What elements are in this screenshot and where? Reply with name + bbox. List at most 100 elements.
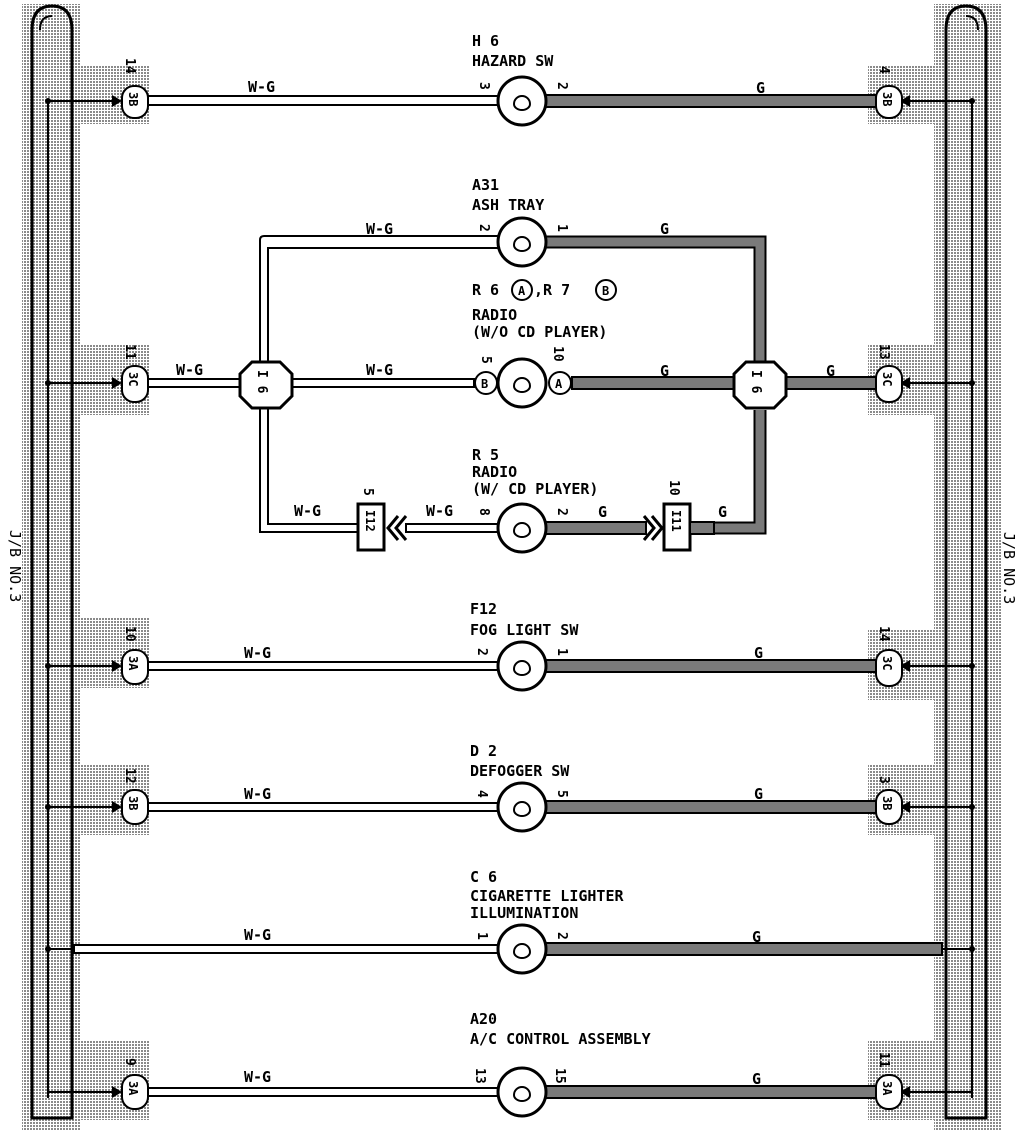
- connector-3b-left: [121, 85, 149, 119]
- chevron-left-icon: [386, 515, 408, 541]
- wire-label: W-G: [244, 926, 271, 944]
- pin-number: 4: [474, 790, 489, 798]
- wire-label: G: [718, 503, 727, 521]
- pin-number: 2: [554, 932, 569, 940]
- pin-number: 13: [472, 1068, 487, 1084]
- badge-label: B: [602, 284, 609, 298]
- component-name: CIGARETTE LIGHTER: [470, 887, 624, 905]
- pin-number: 10: [550, 346, 565, 362]
- jb-right-label: J/B NO.3: [1000, 532, 1018, 604]
- wire-label: G: [756, 79, 765, 97]
- pin-number: 5: [554, 790, 569, 798]
- g-loop-top: [546, 235, 767, 362]
- component-code: A20: [470, 1010, 497, 1028]
- component-code: D 2: [470, 742, 497, 760]
- bus-dots: [45, 98, 975, 952]
- bulb-icon: [496, 216, 548, 268]
- bulb-icon: [496, 923, 548, 975]
- pin-number: 2: [554, 508, 569, 516]
- pin-number: 11: [122, 344, 137, 360]
- connector-label: 3A: [126, 656, 140, 671]
- junction-label: I 6: [748, 370, 763, 394]
- component-code: A31: [472, 176, 499, 194]
- component-code: R 5: [472, 446, 499, 464]
- connector-label: 3C: [126, 372, 140, 386]
- pin-number: 1: [554, 648, 569, 656]
- wire-label: W-G: [244, 1068, 271, 1086]
- pin-number: 5: [360, 488, 375, 496]
- component-code: C 6: [470, 868, 497, 886]
- component-code: F12: [470, 600, 497, 618]
- wire-label: G: [660, 220, 669, 238]
- filament-icon: [513, 522, 532, 538]
- connector-label: 3B: [126, 92, 140, 106]
- component-name: ASH TRAY: [472, 196, 544, 214]
- junction-right: [732, 360, 788, 410]
- component-name: FOG LIGHT SW: [470, 621, 579, 639]
- component-name: (W/ CD PLAYER): [472, 480, 598, 498]
- filament-icon: [513, 801, 532, 817]
- connector-label: I12: [363, 510, 377, 532]
- bulb-icon: [496, 502, 548, 554]
- wire-g: [689, 521, 715, 535]
- wg-loop: [259, 235, 498, 533]
- pin-number: 1: [474, 932, 489, 940]
- jb-left-bracket: [30, 4, 74, 1120]
- component-name: RADIO: [472, 463, 517, 481]
- bulb-icon: [496, 1066, 548, 1118]
- radio-row: [48, 376, 972, 390]
- connector-3a-left: [121, 1074, 149, 1110]
- wire-label: W-G: [366, 220, 393, 238]
- wire-label: G: [754, 785, 763, 803]
- wire-label: G: [752, 928, 761, 946]
- junction-label: I 6: [254, 370, 269, 394]
- wire-label: G: [826, 362, 835, 380]
- badge-label: A: [518, 284, 526, 298]
- badge-a: [511, 279, 533, 301]
- filament-icon: [513, 1086, 532, 1102]
- wire-g: [545, 521, 647, 535]
- pin-number: 15: [552, 1068, 567, 1084]
- g-loop-bottom-fill: [712, 410, 765, 533]
- chevron-right-icon: [642, 515, 664, 541]
- connector-label: B: [481, 377, 488, 391]
- component-name: ILLUMINATION: [470, 904, 578, 922]
- connector-label: A: [555, 377, 563, 391]
- wire-label: G: [754, 644, 763, 662]
- filament-icon: [513, 377, 532, 393]
- jb-right-bracket: [944, 4, 988, 1120]
- pin-number: 13: [876, 344, 891, 360]
- connector-3b-left: [121, 789, 149, 825]
- pin-number: 10: [666, 480, 681, 496]
- connector-3a-right: [875, 1074, 903, 1110]
- pin-number: 4: [876, 66, 891, 74]
- wire-label: G: [752, 1070, 761, 1088]
- pin-number: 14: [122, 58, 137, 74]
- bulb-icon: [496, 781, 548, 833]
- component-name: A/C CONTROL ASSEMBLY: [470, 1030, 651, 1048]
- wire-label: W-G: [244, 785, 271, 803]
- connector-3b-right: [875, 789, 903, 825]
- pin-number: 3: [876, 776, 891, 784]
- connector-3c-left: [121, 365, 149, 403]
- filament-icon: [513, 660, 532, 676]
- pin-number: 3: [476, 82, 491, 90]
- connector-3a-left: [121, 649, 149, 685]
- wire-label: W-G: [176, 361, 203, 379]
- pin-connector-a: [548, 371, 572, 395]
- connector-3b-right: [875, 85, 903, 119]
- wire-label: W-G: [248, 78, 275, 96]
- jb-left-label: J/B NO.3: [6, 530, 24, 602]
- connector-i12: [356, 502, 386, 552]
- pin-number: 10: [122, 626, 137, 642]
- filament-icon: [513, 236, 532, 252]
- wire-label: W-G: [244, 644, 271, 662]
- badge-b: [595, 279, 617, 301]
- connector-label: 3C: [880, 372, 894, 386]
- wire-label: W-G: [294, 502, 321, 520]
- wire-label: W-G: [366, 361, 393, 379]
- connector-label: 3A: [880, 1081, 894, 1096]
- wire-label: G: [660, 362, 669, 380]
- connector-label: 3B: [126, 796, 140, 810]
- component-name: HAZARD SW: [472, 52, 554, 70]
